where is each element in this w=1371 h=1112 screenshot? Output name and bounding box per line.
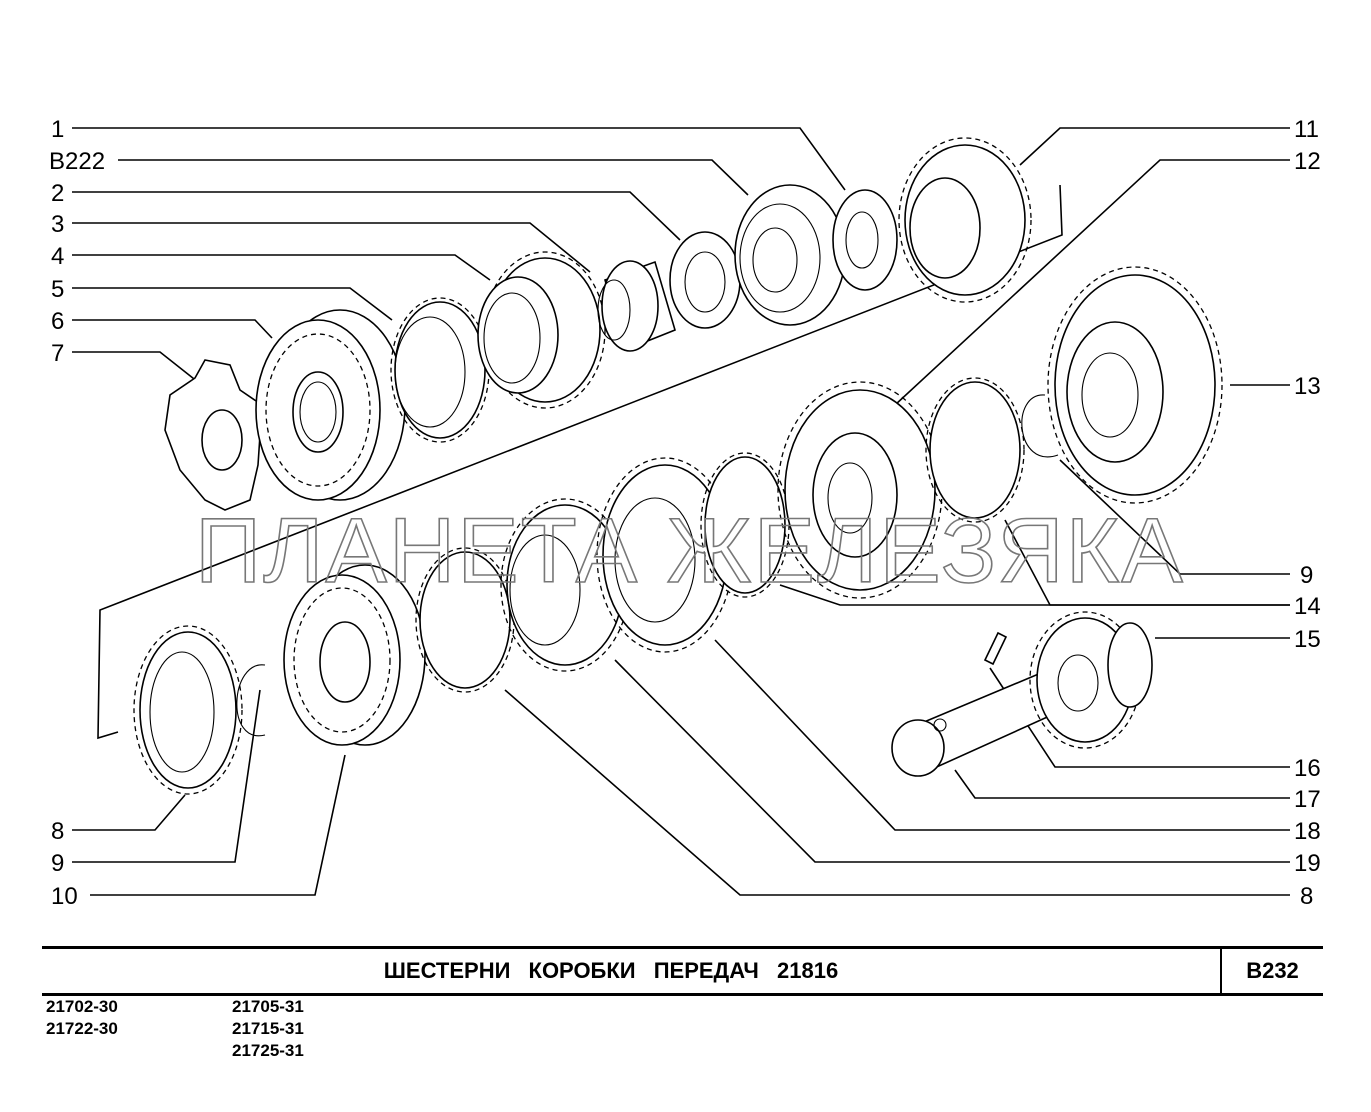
- model-number: 21722-30: [46, 1019, 118, 1038]
- title-block: ШЕСТЕРНИ КОРОБКИ ПЕРЕДАЧ 21816 B232: [42, 946, 1323, 996]
- callout-label: 3: [51, 211, 64, 238]
- callout-label: 6: [51, 308, 64, 335]
- callout-label: 9: [1300, 562, 1313, 589]
- callout-label: 10: [51, 883, 78, 910]
- model-number: 21705-31: [232, 997, 304, 1016]
- callout-label: 11: [1294, 116, 1319, 143]
- callout-label: 2: [51, 180, 64, 207]
- callout-label: 18: [1294, 818, 1321, 845]
- upper-shaft-parts: [164, 137, 1032, 511]
- sheet-code: B232: [1246, 958, 1299, 983]
- callout-label: 4: [51, 243, 64, 270]
- callouts-bottom-left: 8 9 10: [51, 818, 78, 910]
- callout-label: 9: [51, 850, 64, 877]
- leader-lines: [72, 127, 1290, 896]
- callout-label: 5: [51, 276, 64, 303]
- callout-label: 17: [1294, 786, 1321, 813]
- callout-label: B222: [49, 148, 105, 175]
- lower-shaft-parts: [133, 266, 1223, 795]
- callout-label: 12: [1294, 148, 1321, 175]
- title-divider: [1220, 949, 1222, 993]
- callout-label: 14: [1294, 593, 1321, 620]
- page-title: ШЕСТЕРНИ КОРОБКИ ПЕРЕДАЧ 21816: [383, 958, 839, 983]
- callouts-right: 11 12 13 9 14 15 16 17 18 19 8: [1294, 116, 1321, 910]
- watermark-text: ПЛАНЕТА ЖЕЛЕЗЯКА: [195, 500, 1185, 602]
- callout-label: 15: [1294, 626, 1321, 653]
- callout-label: 16: [1294, 755, 1321, 782]
- callout-label: 19: [1294, 850, 1321, 877]
- callout-label: 1: [51, 116, 64, 143]
- callouts-left: 1 B222 2 3 4 5 6 7: [49, 116, 105, 367]
- model-number: 21715-31: [232, 1019, 304, 1038]
- model-number: 21725-31: [232, 1041, 304, 1060]
- callout-label: 8: [51, 818, 64, 845]
- callout-label: 7: [51, 340, 64, 367]
- reverse-idler-assembly: [891, 611, 1153, 777]
- callout-label: 8: [1300, 883, 1313, 910]
- callout-label: 13: [1294, 373, 1321, 400]
- model-list-2: 21705-31 21715-31 21725-31: [232, 996, 304, 1062]
- model-list-1: 21702-30 21722-30: [46, 996, 118, 1040]
- model-number: 21702-30: [46, 997, 118, 1016]
- exploded-view-diagram: ПЛАНЕТА ЖЕЛЕЗЯКА 1 B222 2 3 4 5 6 7 11 1…: [49, 116, 1321, 910]
